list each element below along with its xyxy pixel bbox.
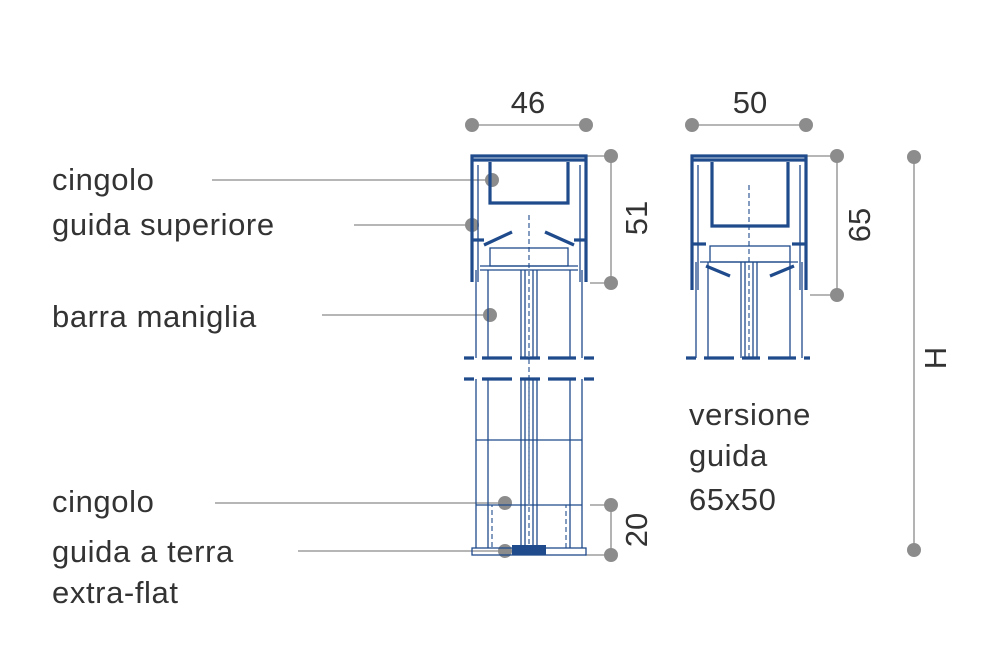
label-handle-bar: barra maniglia	[52, 299, 257, 334]
dimension-main-bottom-height-value: 20	[619, 513, 654, 547]
marker-floor-guide	[498, 544, 512, 558]
dimension-main-top-height: 51	[586, 149, 654, 290]
dimension-overall-height-value: H	[918, 347, 953, 369]
label-group: cingolo guida superiore barra maniglia c…	[52, 162, 512, 610]
top-guide-outline	[470, 154, 588, 282]
marker-top-belt	[485, 173, 499, 187]
version-note-line2: guida	[689, 438, 768, 473]
dimension-alt-height-value: 65	[842, 208, 877, 242]
label-floor-guide: guida a terra	[52, 534, 234, 569]
version-note-line1: versione	[689, 397, 811, 432]
alt-belt-channel	[710, 162, 790, 228]
version-note: versione guida 65x50	[689, 397, 811, 517]
top-belt-channel	[488, 162, 570, 205]
version-note-line3: 65x50	[689, 482, 776, 517]
dimension-overall-height: H	[907, 150, 953, 557]
marker-bottom-belt	[498, 496, 512, 510]
alt-profile	[686, 154, 810, 360]
dimension-main-bottom-height: 20	[585, 498, 654, 562]
label-bottom-belt: cingolo	[52, 484, 154, 519]
label-floor-guide-sub: extra-flat	[52, 575, 179, 610]
dimension-main-width-value: 46	[511, 85, 545, 120]
dimension-alt-width-value: 50	[733, 85, 767, 120]
label-top-belt: cingolo	[52, 162, 154, 197]
dimension-alt-width: 50	[685, 85, 813, 132]
main-profile	[464, 154, 594, 556]
alt-guide-outline	[690, 154, 808, 290]
dimension-main-width: 46	[465, 85, 593, 132]
marker-handle-bar	[483, 308, 497, 322]
label-top-guide: guida superiore	[52, 207, 275, 242]
dimension-main-top-height-value: 51	[619, 201, 654, 235]
floor-guide-rail	[512, 545, 546, 555]
dimension-alt-height: 65	[806, 149, 877, 302]
